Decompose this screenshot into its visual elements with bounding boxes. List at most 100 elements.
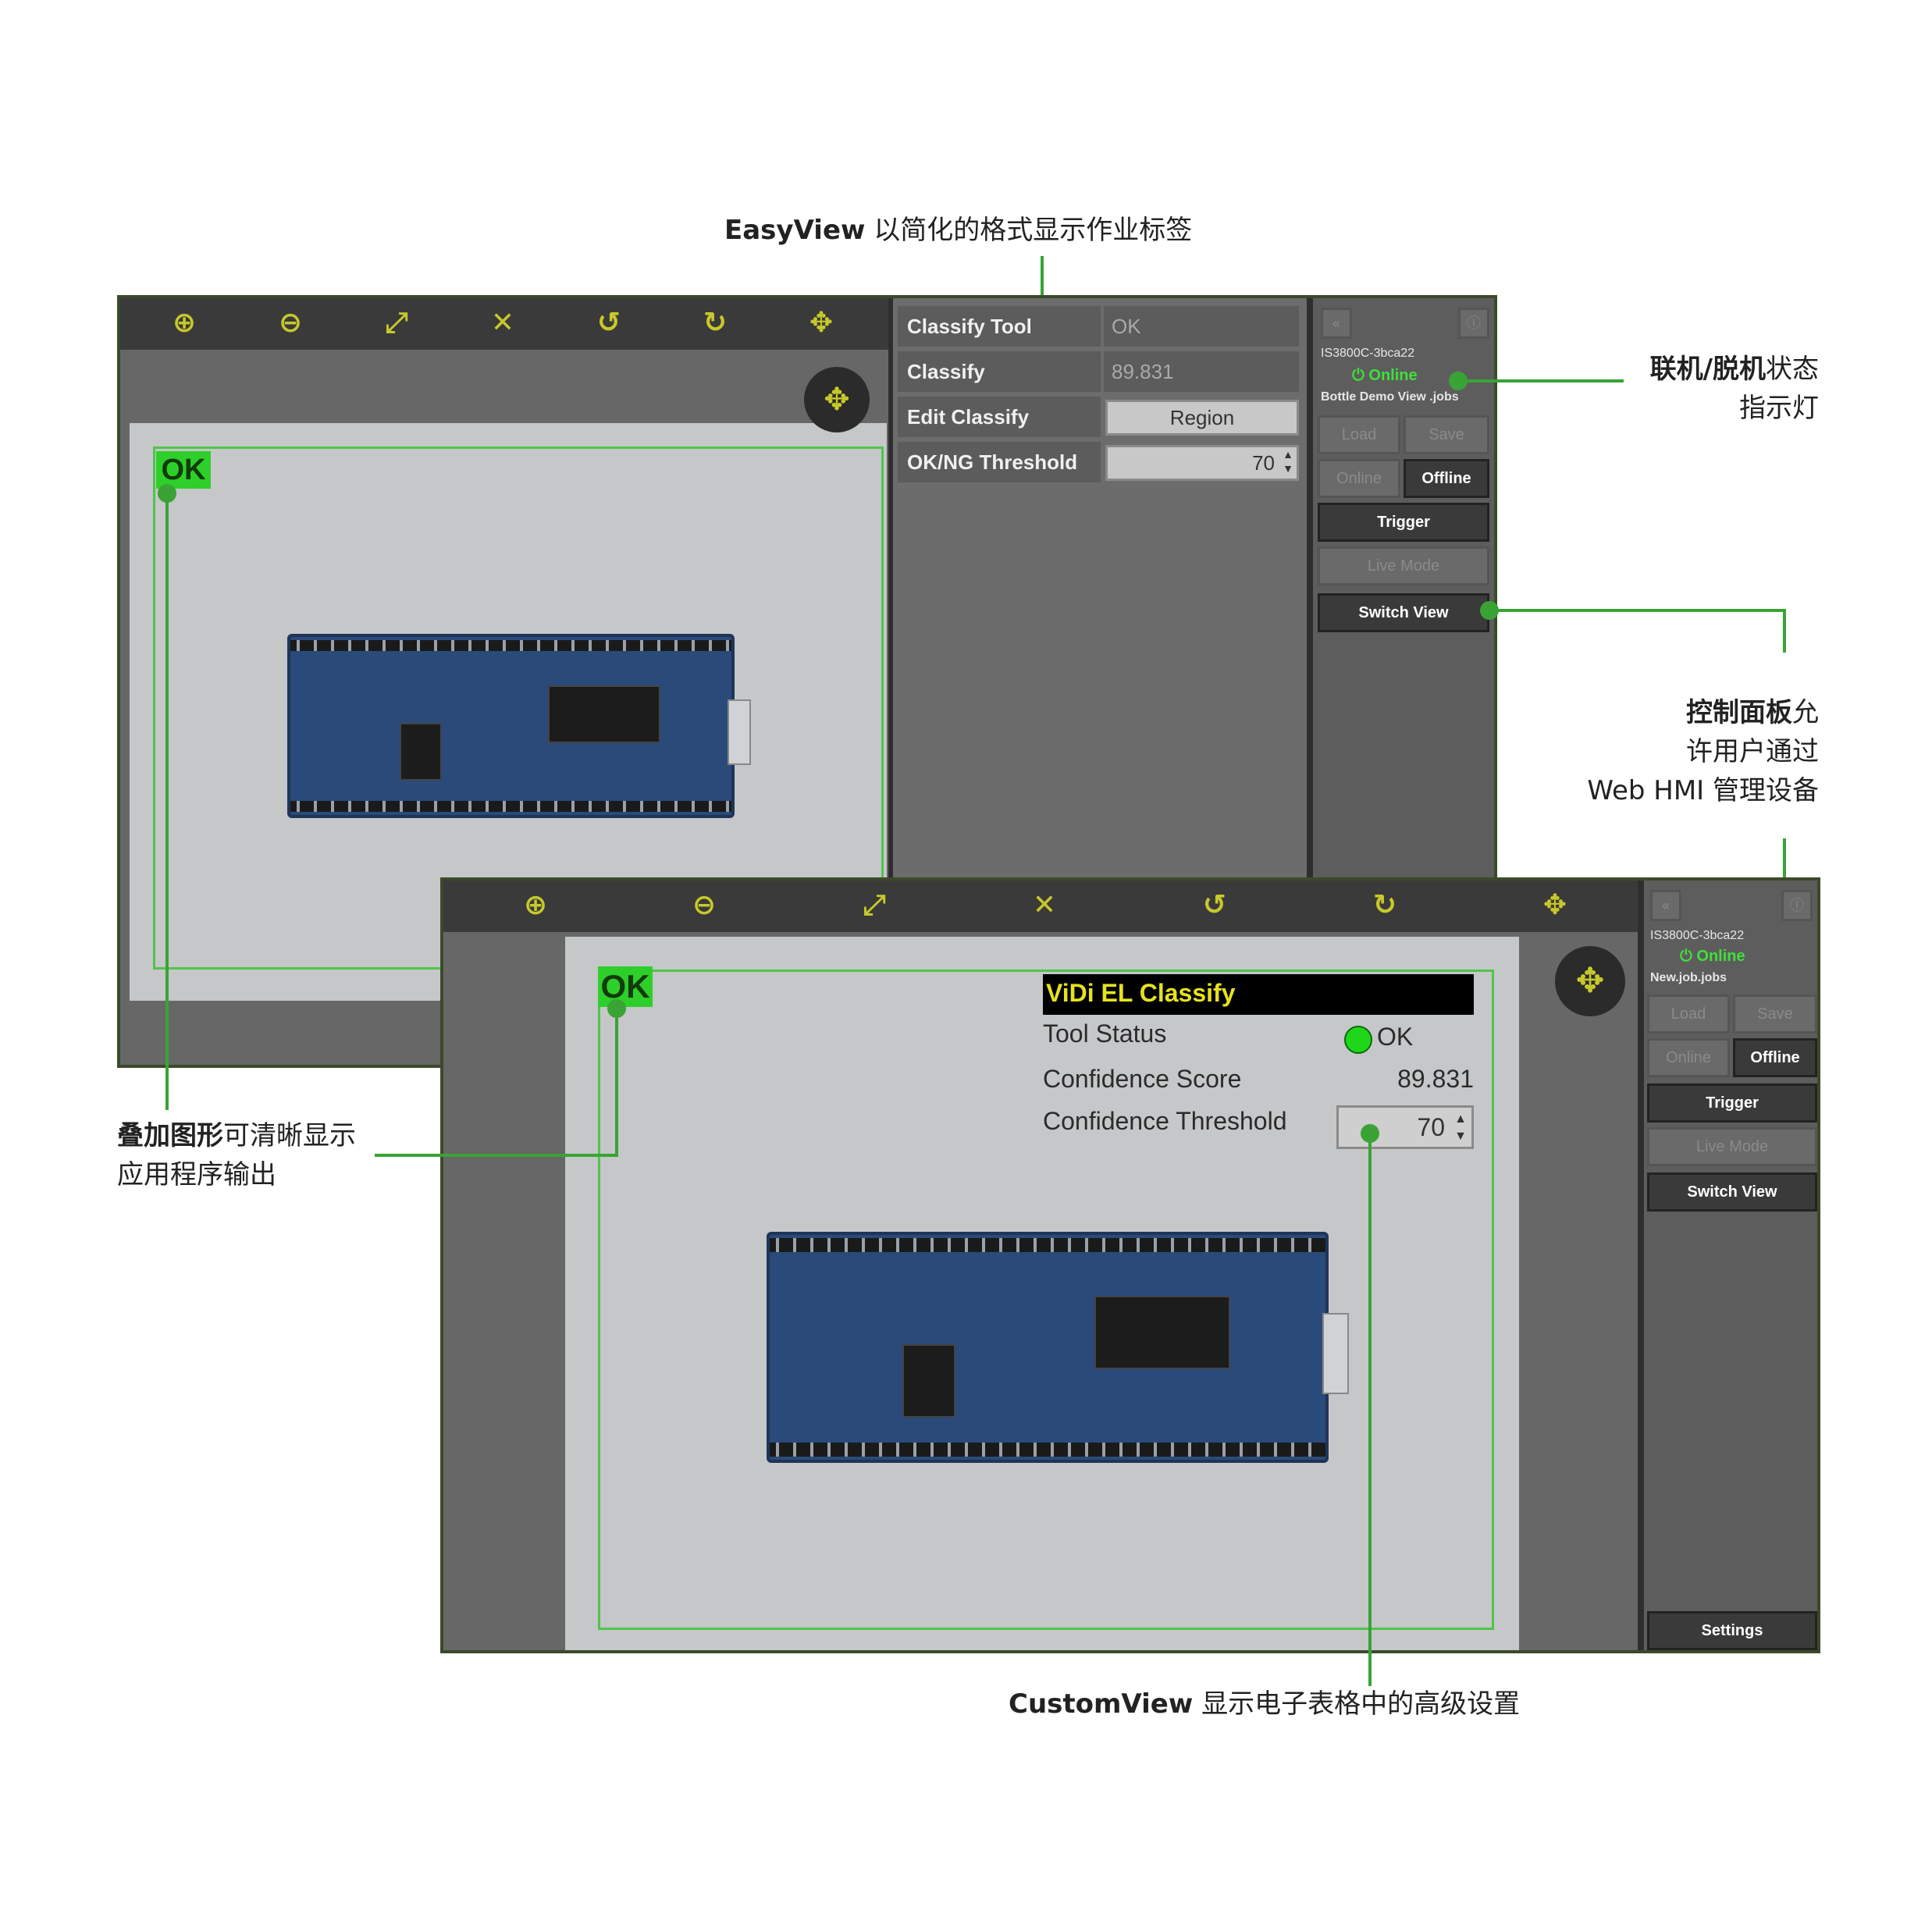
pan-icon[interactable]: ✥ [809, 307, 834, 339]
pan-icon[interactable]: ✥ [1542, 889, 1567, 921]
customview-callout-text: 显示电子表格中的高级设置 [1193, 1688, 1521, 1720]
control-callout-bold: 控制面板 [1686, 697, 1792, 728]
fit-icon[interactable]: ⤢ [385, 307, 408, 339]
rotate-right-icon[interactable]: ↻ [1372, 889, 1397, 921]
save-button[interactable]: Save [1404, 415, 1489, 454]
online-button[interactable]: Online [1647, 1038, 1730, 1077]
edit-classify-region-label: Edit Classify Region [898, 397, 1101, 469]
job-name: New.job.jobs [1650, 971, 1727, 984]
classify-tool-label: Classify Tool [898, 306, 1101, 347]
online-status-text: Online [1696, 948, 1745, 965]
customview-callout: CustomView 显示电子表格中的高级设置 [1009, 1685, 1520, 1724]
classify-confidence-value: 89.831 [1104, 351, 1299, 392]
collapse-icon[interactable]: « [1321, 308, 1352, 339]
customview-image-viewer[interactable]: OK ViDi EL Classify Tool Status OK Confi… [565, 937, 1519, 1650]
overlay-callout-line2: 应用程序输出 [117, 1159, 276, 1190]
threshold-label: OK/NG Threshold [898, 442, 1101, 482]
threshold-stepper[interactable]: 70 ▲▼ [1105, 445, 1299, 481]
easyview-callout-text: 以简化的格式显示作业标签 [865, 215, 1193, 246]
overlay-connector-2-dot [607, 999, 626, 1018]
easyview-viewer-top-band [130, 353, 887, 423]
overlay-connector-2-h [375, 1154, 618, 1157]
zoom-in-icon[interactable]: ⊕ [523, 889, 548, 921]
threshold-value: 70 [1252, 451, 1275, 475]
customview-navigation-pad-icon[interactable]: ✥ [1555, 946, 1625, 1016]
confidence-threshold-label: Confidence Threshold [1043, 1107, 1287, 1135]
online-status-text: Online [1368, 367, 1418, 384]
stepper-arrows-icon[interactable]: ▲▼ [1283, 448, 1293, 475]
switch-view-button[interactable]: Switch View [1318, 593, 1489, 632]
easyview-callout: EasyView 以简化的格式显示作业标签 [724, 211, 1192, 250]
zoom-out-icon[interactable]: ⊖ [692, 889, 717, 921]
info-icon[interactable]: ⓘ [1458, 308, 1489, 339]
overlay-callout: 叠加图形可清晰显示 应用程序输出 [117, 1116, 356, 1194]
overlay-connector-2-v [615, 1007, 618, 1157]
overlay-callout-text: 可清晰显示 [223, 1120, 356, 1151]
fit-icon[interactable]: ⤢ [863, 889, 886, 921]
confidence-score-label: Confidence Score [1043, 1065, 1242, 1093]
customview-panel-divider [1638, 881, 1644, 1650]
easyview-circuit-board [287, 634, 751, 818]
status-callout-line2: 指示灯 [1739, 393, 1819, 424]
fullscreen-icon[interactable]: ✕ [1032, 889, 1057, 921]
confidence-score-value: 89.831 [1397, 1065, 1474, 1093]
control-connector-v [1783, 609, 1786, 653]
control-callout-line3: Web HMI 管理设备 [1587, 775, 1819, 806]
status-connector [1458, 379, 1624, 382]
customview-roi[interactable] [598, 970, 1494, 1630]
trigger-button[interactable]: Trigger [1647, 1083, 1817, 1123]
stepper-arrows-icon[interactable]: ▲▼ [1454, 1112, 1467, 1143]
easyview-ok-tag: OK [156, 451, 211, 489]
overlay-callout-bold: 叠加图形 [117, 1120, 223, 1151]
live-mode-button[interactable]: Live Mode [1647, 1127, 1817, 1166]
collapse-icon[interactable]: « [1650, 890, 1681, 921]
trigger-button[interactable]: Trigger [1318, 503, 1489, 542]
overlay-connector-1 [165, 492, 169, 1110]
easyview-toolbar-divider [888, 298, 893, 1065]
control-callout-line2: 许用户通过 [1686, 736, 1819, 767]
easyview-connector [1041, 256, 1044, 318]
easyview-panel-divider [1307, 298, 1313, 1065]
control-callout-text: 允 [1792, 697, 1819, 728]
region-button[interactable]: Region [1105, 400, 1299, 436]
load-button[interactable]: Load [1318, 415, 1400, 454]
info-icon[interactable]: ⓘ [1781, 890, 1813, 921]
switch-view-button[interactable]: Switch View [1647, 1172, 1817, 1212]
customview-toolbar: ⊕ ⊖ ⤢ ✕ ↺ ↻ ✥ [443, 881, 1638, 932]
rotate-right-icon[interactable]: ↻ [703, 307, 728, 339]
customview-window: ⊕ ⊖ ⤢ ✕ ↺ ↻ ✥ OK ViDi EL Classify Tool S… [440, 877, 1820, 1653]
online-button[interactable]: Online [1318, 459, 1400, 498]
easyview-navigation-pad-icon[interactable]: ✥ [804, 367, 870, 432]
live-mode-button[interactable]: Live Mode [1318, 546, 1489, 585]
save-button[interactable]: Save [1733, 994, 1817, 1034]
device-name: IS3800C-3bca22 [1321, 347, 1415, 360]
status-callout-bold: 联机/脱机 [1649, 354, 1766, 385]
customview-connector [1368, 1132, 1372, 1686]
status-callout-text: 状态 [1766, 354, 1819, 385]
rotate-left-icon[interactable]: ↺ [596, 307, 621, 339]
control-callout: 控制面板允 许用户通过 Web HMI 管理设备 [1553, 693, 1819, 810]
settings-button[interactable]: Settings [1647, 1611, 1817, 1650]
status-callout: 联机/脱机状态 指示灯 [1631, 350, 1819, 428]
offline-button[interactable]: Offline [1733, 1038, 1817, 1077]
zoom-in-icon[interactable]: ⊕ [172, 307, 197, 339]
easyview-callout-bold: EasyView [724, 215, 866, 246]
job-name: Bottle Demo View .jobs [1321, 390, 1459, 404]
fullscreen-icon[interactable]: ✕ [490, 307, 515, 339]
device-name: IS3800C-3bca22 [1650, 929, 1745, 942]
customview-ok-tag: OK [598, 966, 653, 1007]
load-button[interactable]: Load [1647, 994, 1730, 1034]
zoom-out-icon[interactable]: ⊖ [278, 307, 303, 339]
rotate-left-icon[interactable]: ↺ [1202, 889, 1227, 921]
confidence-threshold-stepper[interactable]: 70 ▲▼ [1336, 1105, 1474, 1149]
easyview-toolbar: ⊕ ⊖ ⤢ ✕ ↺ ↻ ✥ [120, 298, 888, 350]
control-connector-h [1489, 609, 1786, 612]
classify-tool-value: OK [1104, 306, 1299, 347]
online-status: ⏻ Online [1680, 948, 1745, 965]
classify-confidence-label: Classify Confidence [898, 351, 1101, 424]
tool-status-value: OK [1377, 1023, 1414, 1051]
online-status: ⏻ Online [1352, 367, 1418, 384]
confidence-threshold-value: 70 [1417, 1113, 1445, 1141]
customview-header: ViDi EL Classify [1043, 974, 1474, 1015]
offline-button[interactable]: Offline [1404, 459, 1489, 498]
